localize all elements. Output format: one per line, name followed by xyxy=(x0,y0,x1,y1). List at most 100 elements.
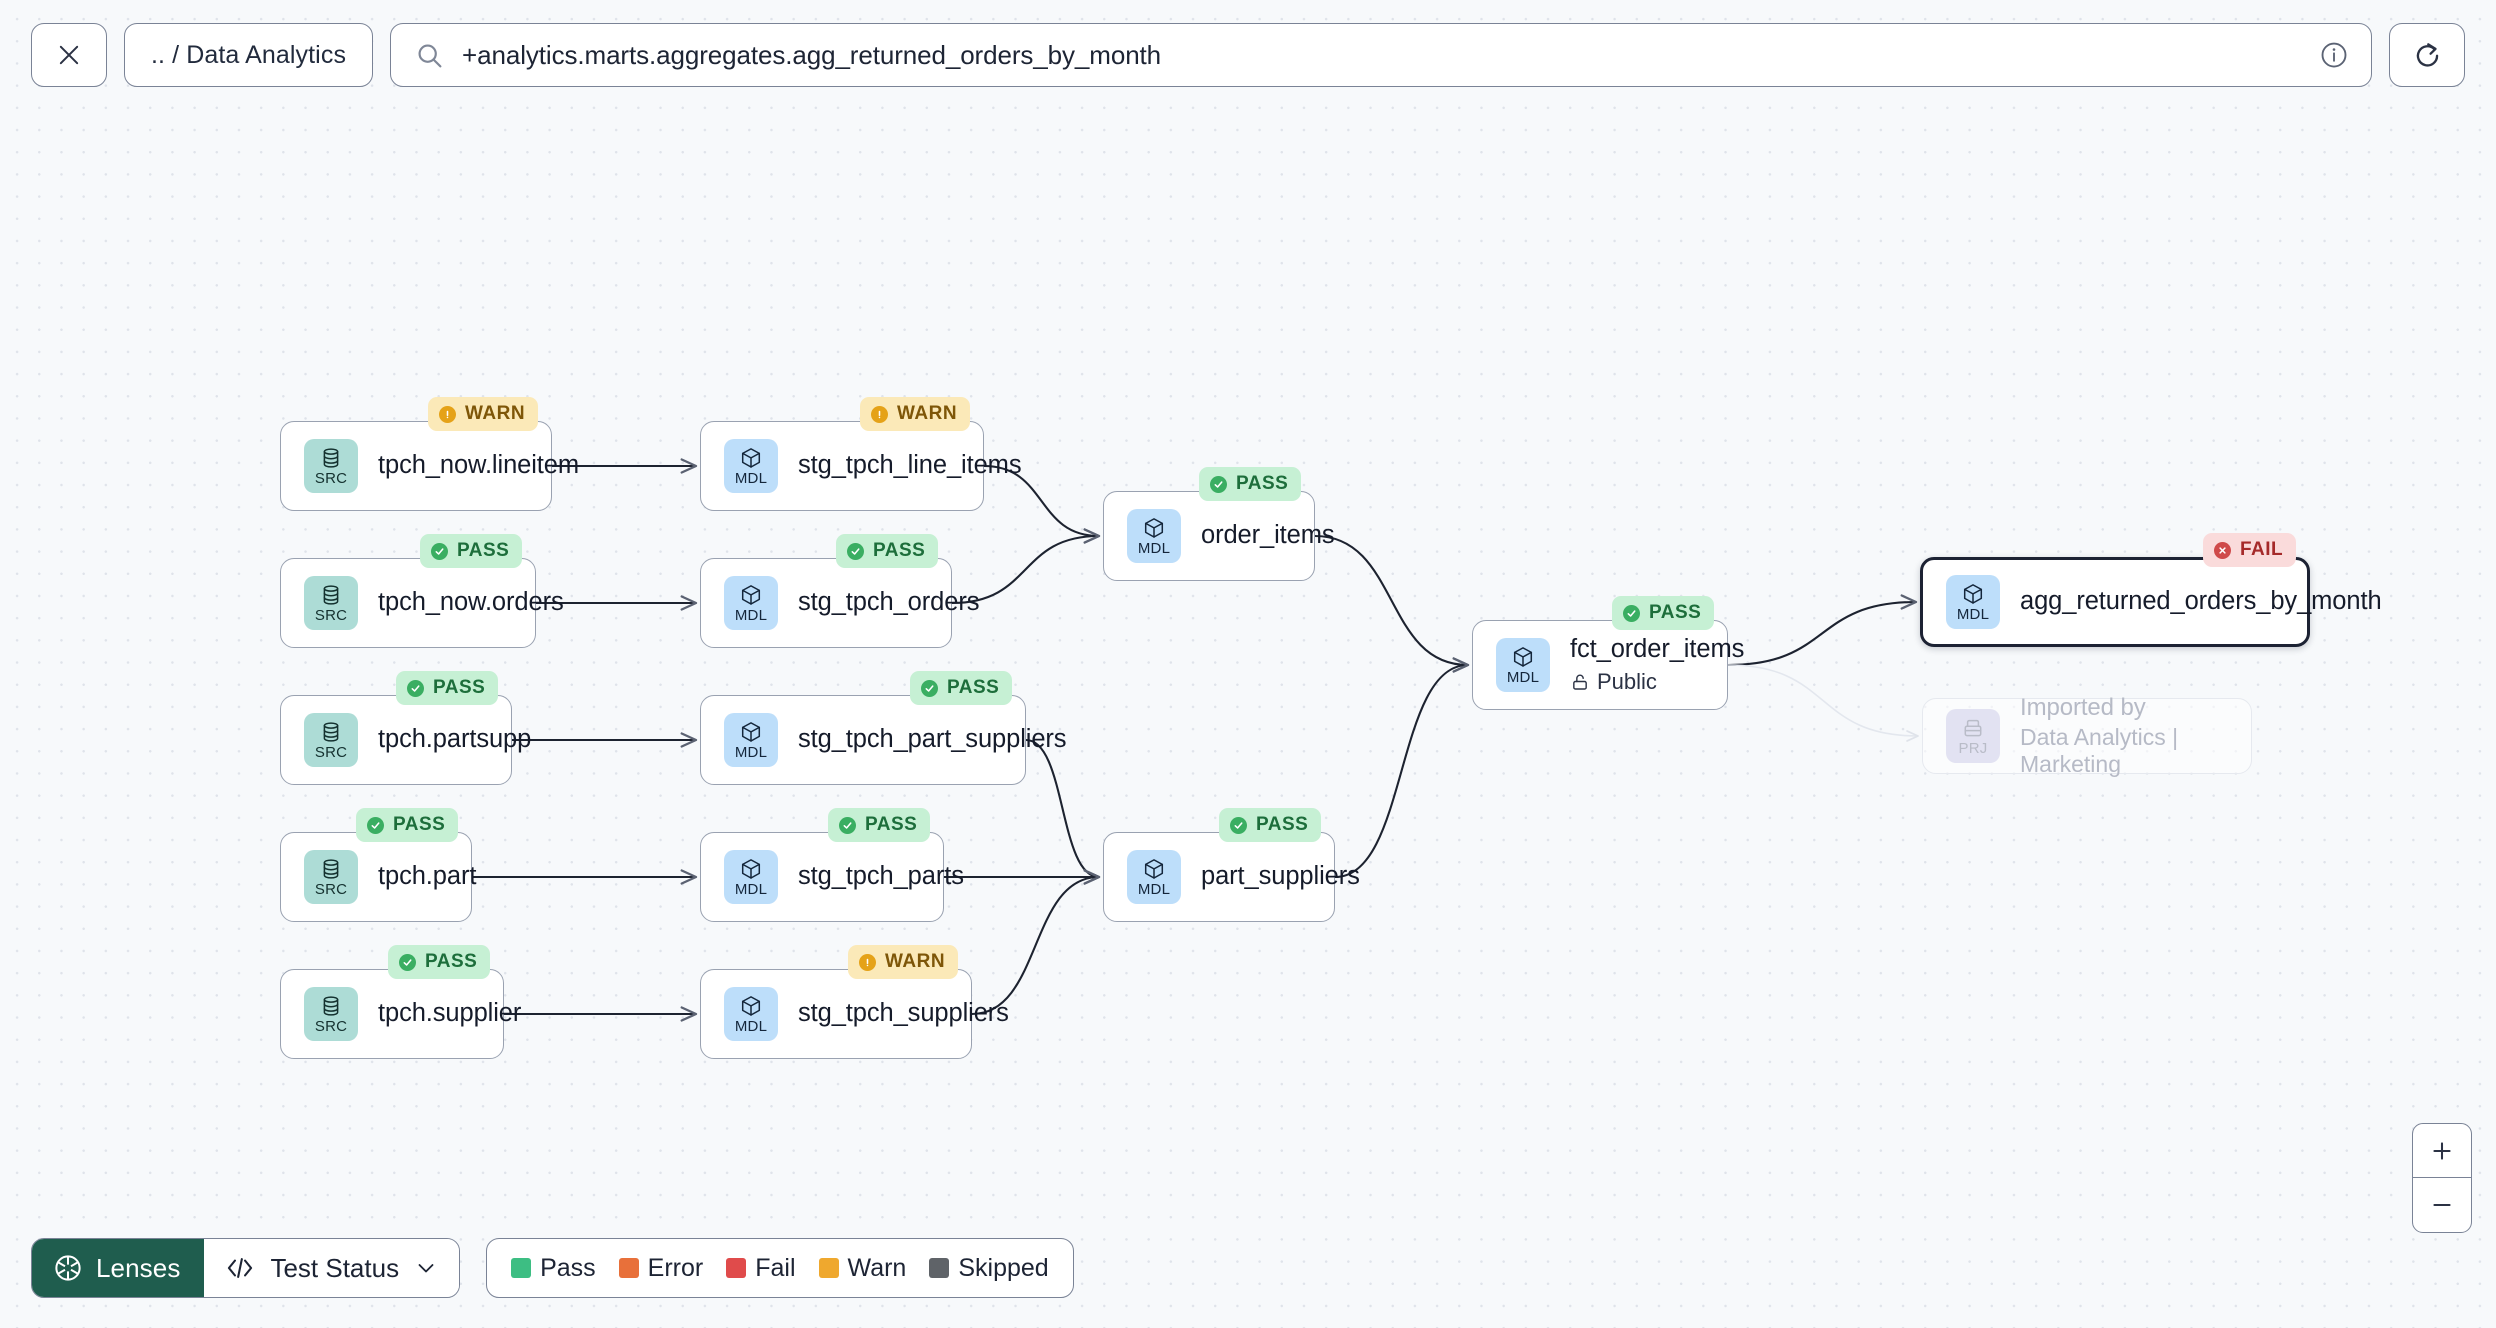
cube-icon xyxy=(741,585,761,605)
status-badge-order_items: PASS xyxy=(1199,467,1302,501)
minus-icon xyxy=(2433,1203,2451,1207)
status-dot xyxy=(859,953,876,971)
status-badge-tpch_now_orders: PASS xyxy=(420,534,523,568)
node-body: stg_tpch_suppliers xyxy=(778,999,1009,1028)
node-type-label: MDL xyxy=(734,607,768,624)
status-badge-label: PASS xyxy=(1236,473,1289,494)
cube-icon xyxy=(741,448,761,468)
legend-item-skipped[interactable]: Skipped xyxy=(929,1253,1049,1283)
exclamation-icon xyxy=(866,958,869,966)
node-title: stg_tpch_suppliers xyxy=(798,999,1009,1028)
node-title: tpch.partsupp xyxy=(378,725,532,754)
search-bar[interactable]: +analytics.marts.aggregates.agg_returned… xyxy=(390,23,2372,87)
status-badge-label: PASS xyxy=(393,814,446,835)
search-icon xyxy=(418,44,442,67)
zoom-out-button[interactable] xyxy=(2413,1178,2471,1232)
node-type-label: MDL xyxy=(1956,606,1990,623)
node-type-chip-mdl: MDL xyxy=(1946,575,2000,629)
node-body: tpch.part xyxy=(358,862,477,891)
check-icon xyxy=(851,547,860,555)
status-dot xyxy=(2214,541,2231,559)
graph-node-stg_tpch_part_suppliers[interactable]: MDL stg_tpch_part_suppliers xyxy=(700,695,1067,785)
status-dot xyxy=(871,405,888,423)
status-badge-label: PASS xyxy=(1649,602,1702,623)
node-title: fct_order_items xyxy=(1570,634,1745,663)
node-title: tpch_now.lineitem xyxy=(378,451,580,480)
edge-stg_tpch_part_suppliers-to-part_suppliers xyxy=(1025,738,1101,885)
node-title: tpch_now.orders xyxy=(378,588,564,617)
check-icon xyxy=(1627,609,1636,617)
database-icon xyxy=(323,448,339,468)
node-subtitle-text: Data Analytics | Marketing xyxy=(2020,723,2179,777)
check-icon xyxy=(435,547,444,555)
graph-node-stg_tpch_suppliers[interactable]: MDL stg_tpch_suppliers xyxy=(700,969,1009,1059)
status-badge-label: WARN xyxy=(897,403,958,424)
legend-swatch-skipped xyxy=(929,1258,950,1278)
legend-item-error[interactable]: Error xyxy=(618,1254,703,1283)
info-circle-icon[interactable] xyxy=(2319,40,2349,70)
exclamation-icon xyxy=(878,410,881,418)
status-badge-label: FAIL xyxy=(2240,539,2284,560)
status-badge-stg_tpch_suppliers: WARN xyxy=(848,945,959,979)
bottom-toolbar: Lenses Test Status Pass Error Fail Warn Skip… xyxy=(31,1238,1074,1298)
legend-swatch-pass xyxy=(511,1258,532,1278)
node-body: stg_tpch_line_items xyxy=(778,451,1022,480)
node-title: stg_tpch_line_items xyxy=(798,451,1022,480)
node-type-label: MDL xyxy=(1506,669,1540,686)
node-type-label: MDL xyxy=(734,470,768,487)
search-input[interactable]: +analytics.marts.aggregates.agg_returned… xyxy=(462,39,1162,70)
chevron-down-icon xyxy=(418,1264,434,1273)
status-badge-tpch_supplier: PASS xyxy=(388,945,491,979)
status-dot xyxy=(431,542,448,560)
node-body: agg_returned_orders_by_month xyxy=(2000,587,2382,616)
close-button[interactable] xyxy=(31,23,107,87)
status-dot xyxy=(1230,816,1247,834)
node-type-chip-mdl: MDL xyxy=(724,987,778,1041)
node-title: agg_returned_orders_by_month xyxy=(2020,587,2382,616)
zoom-in-button[interactable] xyxy=(2413,1124,2471,1178)
node-type-chip-mdl: MDL xyxy=(724,850,778,904)
aperture-icon xyxy=(55,1255,81,1281)
legend-item-warn[interactable]: Warn xyxy=(818,1254,906,1283)
test-status-dropdown[interactable]: Test Status xyxy=(204,1239,460,1297)
check-icon xyxy=(1214,480,1223,488)
graph-node-stg_tpch_orders[interactable]: MDL stg_tpch_orders xyxy=(700,558,980,648)
cube-icon xyxy=(741,722,761,742)
check-icon xyxy=(371,821,380,829)
node-title: Imported by xyxy=(2020,694,2146,722)
status-badge-label: PASS xyxy=(865,814,918,835)
legend-item-pass[interactable]: Pass xyxy=(511,1254,596,1283)
node-title: stg_tpch_part_suppliers xyxy=(798,725,1067,754)
breadcrumb[interactable]: .. / Data Analytics xyxy=(124,23,374,87)
node-title: stg_tpch_orders xyxy=(798,588,980,617)
node-type-chip-mdl: MDL xyxy=(1127,509,1181,563)
node-type-label: PRJ xyxy=(1958,740,1988,757)
graph-node-tpch_now_lineitem[interactable]: SRC tpch_now.lineitem xyxy=(280,421,580,511)
refresh-button[interactable] xyxy=(2389,23,2465,87)
node-type-label: SRC xyxy=(314,470,348,487)
node-type-chip-src: SRC xyxy=(304,850,358,904)
status-badge-label: WARN xyxy=(885,951,946,972)
graph-node-agg_returned_orders_by_month[interactable]: MDL agg_returned_orders_by_month xyxy=(1920,557,2382,647)
zoom-controls xyxy=(2412,1123,2472,1233)
legend-item-fail[interactable]: Fail xyxy=(726,1254,796,1283)
node-type-label: MDL xyxy=(734,744,768,761)
status-badge-tpch_partsupp: PASS xyxy=(396,671,499,705)
legend-label: Skipped xyxy=(958,1253,1049,1282)
status-dot xyxy=(399,953,416,971)
graph-node-stg_tpch_line_items[interactable]: MDL stg_tpch_line_items xyxy=(700,421,1022,511)
cube-icon xyxy=(741,859,761,879)
graph-node-tpch_part[interactable]: SRC tpch.part xyxy=(280,832,477,922)
status-badge-label: PASS xyxy=(457,540,510,561)
status-badge-tpch_part: PASS xyxy=(356,808,459,842)
lenses-button[interactable]: Lenses xyxy=(32,1239,205,1297)
node-title: tpch.part xyxy=(378,862,477,891)
